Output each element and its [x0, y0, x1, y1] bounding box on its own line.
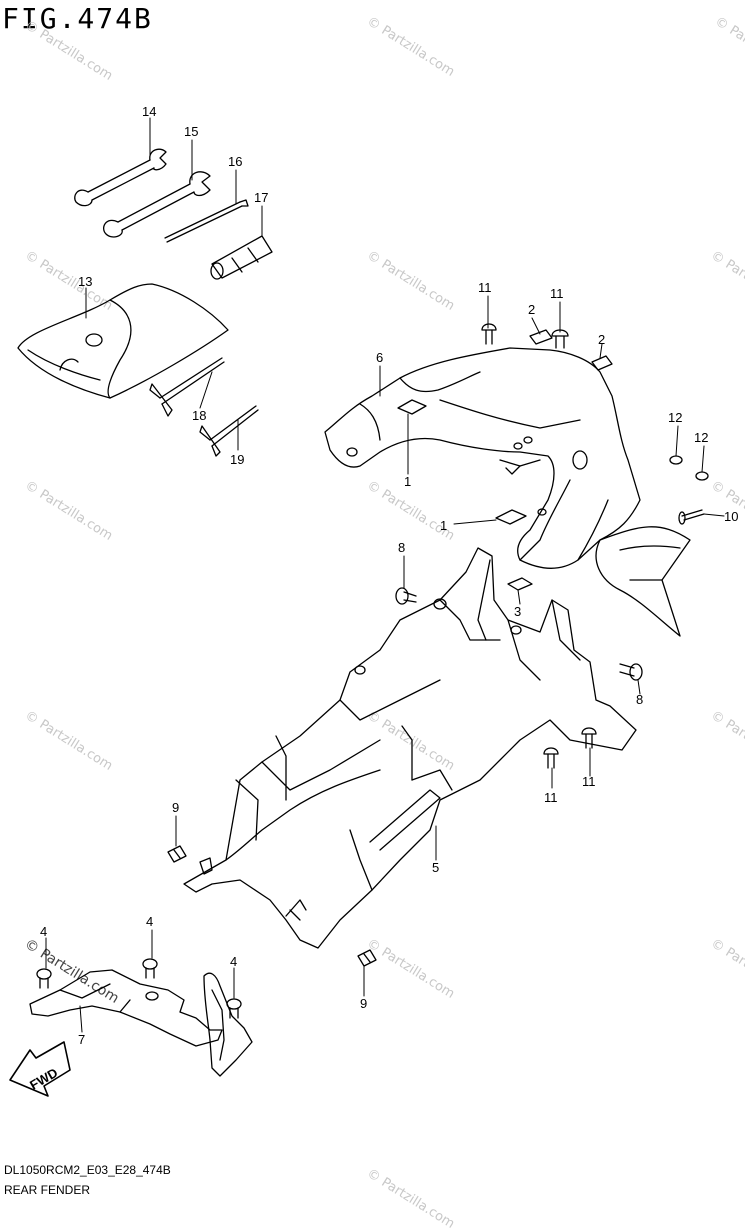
label-2-right: 2 — [598, 332, 605, 347]
splash-guard[interactable] — [203, 972, 253, 1077]
label-9-lower: 9 — [360, 996, 367, 1011]
figure-title: FIG.474B — [2, 2, 153, 35]
label-18: 18 — [192, 408, 206, 423]
label-9-upper: 9 — [172, 800, 179, 815]
label-10: 10 — [724, 509, 738, 524]
label-4-middle: 4 — [146, 914, 153, 929]
label-4-left: 4 — [40, 924, 47, 939]
hex-key-19[interactable] — [199, 405, 259, 457]
label-11-top-right: 11 — [550, 286, 564, 301]
bolt-8-right[interactable] — [619, 663, 643, 681]
bolt-11-lower-right[interactable] — [581, 727, 597, 749]
label-8-left: 8 — [398, 540, 405, 555]
label-19: 19 — [230, 452, 244, 467]
nut-9-upper[interactable] — [167, 845, 187, 863]
label-15: 15 — [184, 124, 198, 139]
label-12-right: 12 — [694, 430, 708, 445]
bolt-4-right[interactable] — [226, 998, 242, 1019]
bracket-7[interactable] — [29, 969, 223, 1047]
washer-12-left[interactable] — [669, 455, 683, 465]
screwdriver-16[interactable] — [164, 199, 249, 243]
figure-code: DL1050RCM2_E03_E28_474B — [4, 1163, 171, 1177]
label-1-lower: 1 — [440, 518, 447, 533]
bolt-8-left[interactable] — [395, 587, 417, 605]
wrench-15[interactable] — [103, 171, 211, 238]
pad-3[interactable] — [507, 577, 533, 591]
label-11-lower-left: 11 — [544, 790, 558, 805]
bolt-11-lower-left[interactable] — [543, 747, 559, 769]
label-2-left: 2 — [528, 302, 535, 317]
pad-2-left[interactable] — [529, 329, 553, 345]
bolt-10[interactable] — [678, 509, 705, 525]
label-4-right: 4 — [230, 954, 237, 969]
hex-key-18[interactable] — [149, 357, 225, 417]
washer-12-right[interactable] — [695, 471, 709, 481]
label-14: 14 — [142, 104, 156, 119]
label-12-left: 12 — [668, 410, 682, 425]
bolt-4-middle[interactable] — [142, 958, 158, 979]
label-17: 17 — [254, 190, 268, 205]
pad-1-upper[interactable] — [397, 399, 427, 415]
nut-9-lower[interactable] — [357, 949, 377, 967]
bolt-11-top-right[interactable] — [551, 329, 569, 349]
label-5: 5 — [432, 860, 439, 875]
wrench-14[interactable] — [74, 148, 167, 207]
label-16: 16 — [228, 154, 242, 169]
handle-17[interactable] — [210, 235, 273, 280]
label-8-right: 8 — [636, 692, 643, 707]
label-7: 7 — [78, 1032, 85, 1047]
pad-1-lower[interactable] — [495, 509, 527, 525]
label-11-top-left: 11 — [478, 280, 492, 295]
tail-cover-6[interactable] — [324, 347, 641, 569]
label-1-upper: 1 — [404, 474, 411, 489]
fwd-label: FWD — [27, 1065, 60, 1093]
leader-lines — [45, 117, 725, 1033]
label-3: 3 — [514, 604, 521, 619]
label-6: 6 — [376, 350, 383, 365]
bolt-11-top-left[interactable] — [481, 323, 497, 345]
fwd-arrow-icon: FWD — [9, 1041, 71, 1097]
rear-mudguard[interactable] — [595, 526, 691, 637]
label-13: 13 — [78, 274, 92, 289]
label-11-lower-right: 11 — [582, 774, 596, 789]
tool-bag-13[interactable] — [17, 283, 229, 399]
callouts: 14 15 16 17 13 18 19 6 1 1 11 2 11 2 12 … — [40, 104, 738, 1047]
rear-fender-5[interactable] — [183, 547, 637, 949]
bolt-4-left[interactable] — [36, 968, 52, 989]
parts-diagram: FWD 14 15 16 17 — [9, 104, 738, 1097]
section-name: REAR FENDER — [4, 1183, 91, 1197]
pad-2-right[interactable] — [591, 355, 613, 371]
